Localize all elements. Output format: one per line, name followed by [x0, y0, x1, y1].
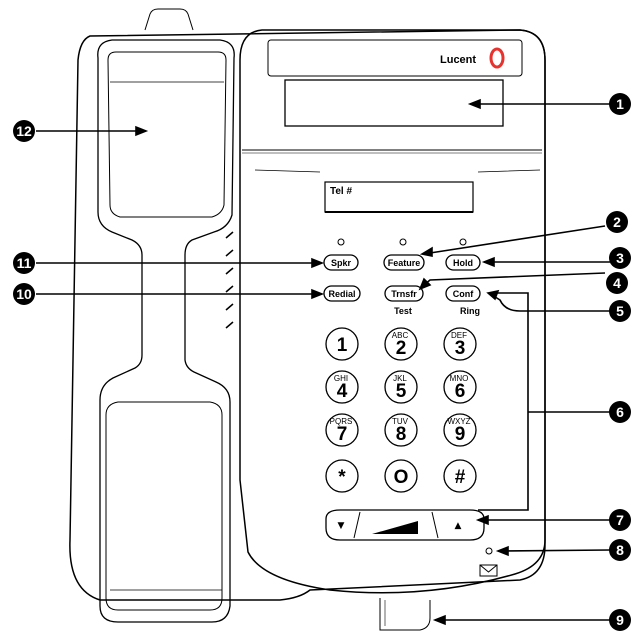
logo-panel [267, 39, 523, 77]
cord-connector [144, 8, 194, 31]
callout-number: 6 [616, 404, 624, 420]
key-digit: 5 [396, 381, 407, 402]
label-card-text: Tel # [330, 186, 352, 197]
key-1[interactable]: 1 [325, 327, 359, 361]
brand-name: Lucent [440, 54, 476, 66]
key-digit: 8 [396, 424, 407, 445]
callout-number: 9 [616, 612, 624, 628]
console-face [239, 29, 546, 594]
callout-6: 6 [609, 401, 631, 423]
callout-number: 5 [616, 303, 624, 319]
key-o[interactable]: O [384, 459, 418, 493]
callout-number: 7 [616, 512, 624, 528]
callout-number: 10 [16, 286, 32, 302]
key-digit: # [455, 467, 466, 488]
key-letters: JKL [393, 374, 407, 383]
callout-number: 1 [616, 96, 624, 112]
key-letters: MNO [450, 374, 469, 383]
key-letters: ABC [392, 331, 409, 340]
key-digit: 2 [396, 338, 407, 359]
feature-button[interactable]: Feature [383, 254, 425, 271]
feature-led [399, 238, 407, 246]
callout-3: 3 [609, 247, 631, 269]
key-digit: O [394, 467, 409, 488]
key-letters: TUV [392, 417, 409, 426]
transfer-button-label: Trnsfr [391, 289, 417, 299]
key-digit: 4 [337, 381, 348, 402]
conference-button-label: Conf [453, 289, 474, 299]
display-screen [284, 79, 504, 127]
key-digit: 1 [337, 335, 348, 356]
key-letters: PQRS [330, 417, 353, 426]
key-letters: GHI [334, 374, 348, 383]
key-star[interactable]: * [325, 459, 359, 493]
callout-lines [36, 98, 611, 626]
callout-5: 5 [609, 300, 631, 322]
hold-led [459, 238, 467, 246]
conference-button[interactable]: Conf [445, 285, 481, 302]
handset[interactable] [97, 39, 235, 623]
callout-7: 7 [609, 509, 631, 531]
envelope-icon [479, 564, 498, 577]
callout-number: 11 [17, 255, 32, 271]
callout-9: 9 [609, 609, 631, 631]
key-digit: 3 [455, 338, 466, 359]
volume-ramp-icon [372, 521, 418, 534]
redial-button[interactable]: Redial [323, 285, 361, 302]
hold-button-label: Hold [453, 258, 473, 268]
callout-4: 4 [606, 272, 628, 294]
callout-number: 12 [16, 123, 32, 139]
hold-button[interactable]: Hold [445, 254, 481, 271]
callout-number: 8 [616, 542, 624, 558]
callout-8: 8 [609, 539, 631, 561]
conference-sub-label: Ring [460, 306, 480, 316]
callout-number: 4 [613, 275, 621, 291]
callout-number: 3 [616, 250, 624, 266]
callout-1: 1 [609, 93, 631, 115]
volume-control[interactable]: ▼ ▲ [325, 509, 485, 541]
key-letters: DEF [451, 331, 467, 340]
speaker-led [337, 238, 345, 246]
key-digit: * [338, 467, 346, 488]
line-cord-connector [379, 598, 431, 631]
lucent-logo-icon [489, 47, 505, 69]
transfer-sub-label: Test [394, 306, 412, 316]
redial-button-label: Redial [328, 289, 355, 299]
message-led [485, 547, 493, 555]
key-pound[interactable]: # [443, 459, 477, 493]
speaker-button-label: Spkr [331, 258, 352, 268]
callout-11: 11 [13, 252, 35, 274]
callout-2: 2 [606, 211, 628, 233]
callout-12: 12 [13, 120, 35, 142]
callout-number: 2 [613, 214, 621, 230]
volume-down-icon[interactable]: ▼ [338, 521, 345, 531]
volume-up-icon[interactable]: ▲ [455, 521, 462, 531]
key-letters: WXYZ [447, 417, 470, 426]
transfer-button[interactable]: Trnsfr [384, 285, 424, 302]
speaker-button[interactable]: Spkr [323, 254, 359, 271]
feature-button-label: Feature [388, 258, 421, 268]
key-digit: 7 [337, 424, 348, 445]
key-digit: 6 [455, 381, 466, 402]
speaker-grille [225, 231, 234, 329]
key-digit: 9 [455, 424, 466, 445]
callout-10: 10 [13, 283, 35, 305]
